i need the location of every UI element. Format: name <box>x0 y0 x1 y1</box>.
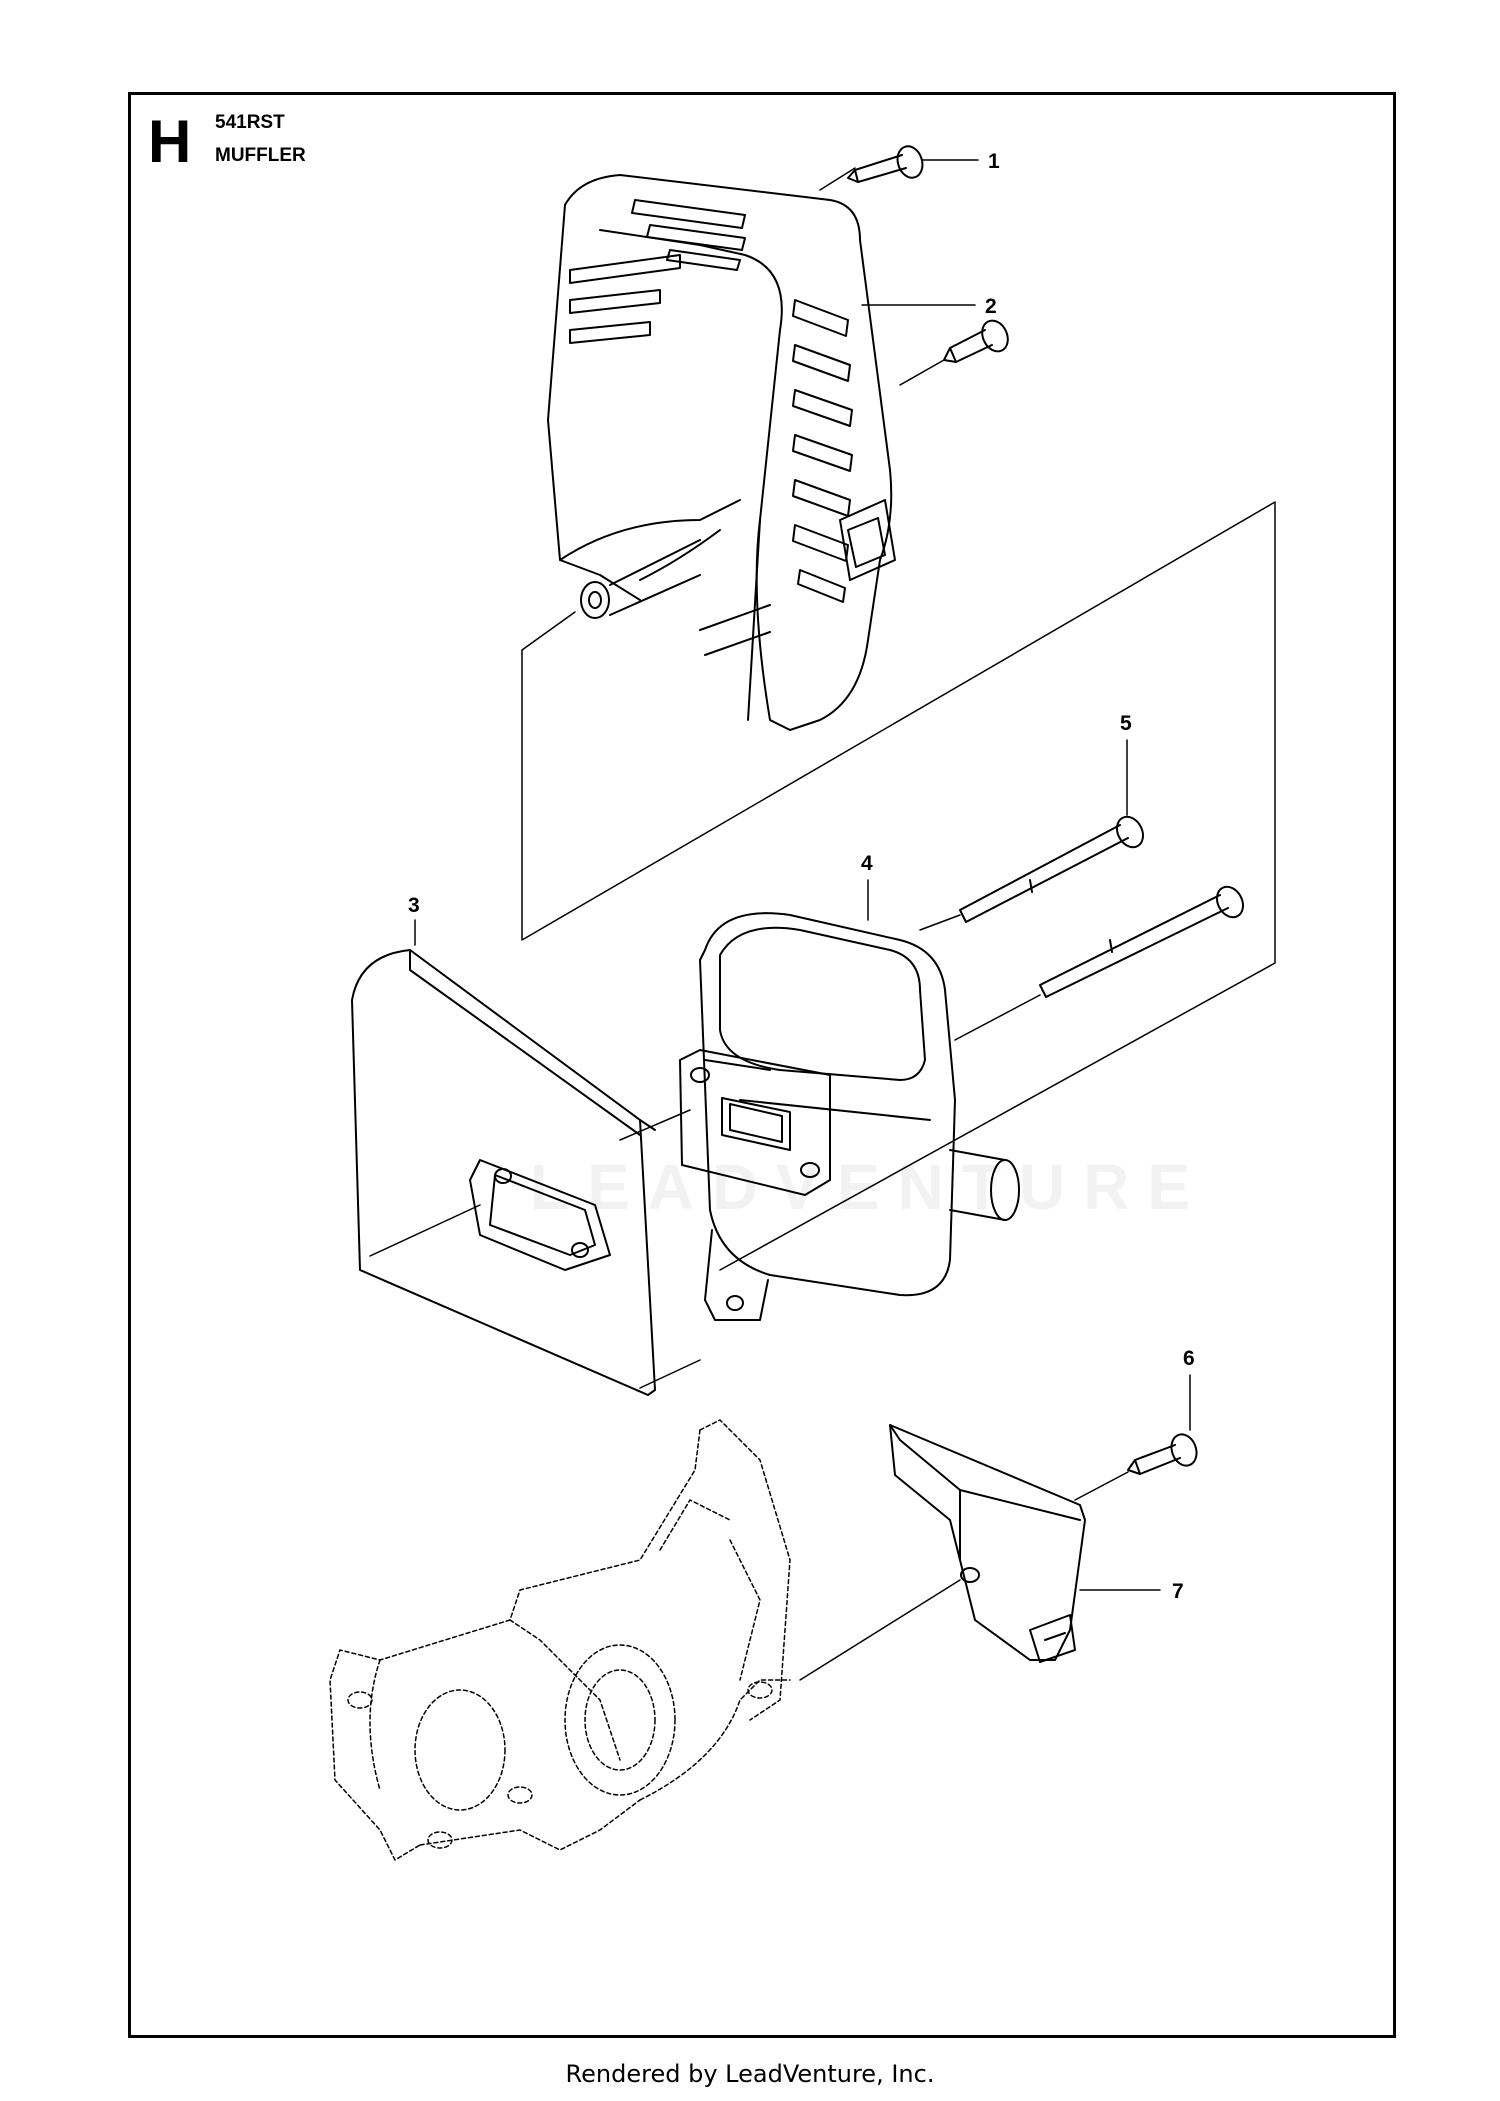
part-screw-upper <box>847 145 924 183</box>
part-heat-shield <box>351 949 656 1396</box>
part-crankcase-reference <box>329 1419 791 1861</box>
callout-2: 2 <box>985 295 997 318</box>
watermark: LEADVENTURE <box>530 1151 1209 1223</box>
callout-7: 7 <box>1172 1580 1184 1603</box>
model-number: 541RST <box>215 112 285 133</box>
part-screw-mid <box>943 319 1009 363</box>
section-title: MUFFLER <box>215 145 306 166</box>
callout-6: 6 <box>1183 1347 1195 1370</box>
callout-5: 5 <box>1120 712 1132 735</box>
part-deflector <box>889 1424 1086 1663</box>
callout-leaders <box>414 159 1191 1591</box>
diagram-frame <box>128 92 1396 2038</box>
callout-1: 1 <box>988 150 1000 173</box>
part-bolts-long <box>959 815 1244 998</box>
section-letter: H <box>148 108 192 175</box>
callout-4: 4 <box>861 852 873 875</box>
footer-credit: Rendered by LeadVenture, Inc. <box>565 2060 935 2088</box>
part-muffler-cover <box>547 174 896 731</box>
callout-3: 3 <box>408 894 420 917</box>
part-screw-short <box>1127 1433 1198 1475</box>
part-muffler <box>679 912 1020 1321</box>
assembly-lines <box>369 167 1276 1681</box>
